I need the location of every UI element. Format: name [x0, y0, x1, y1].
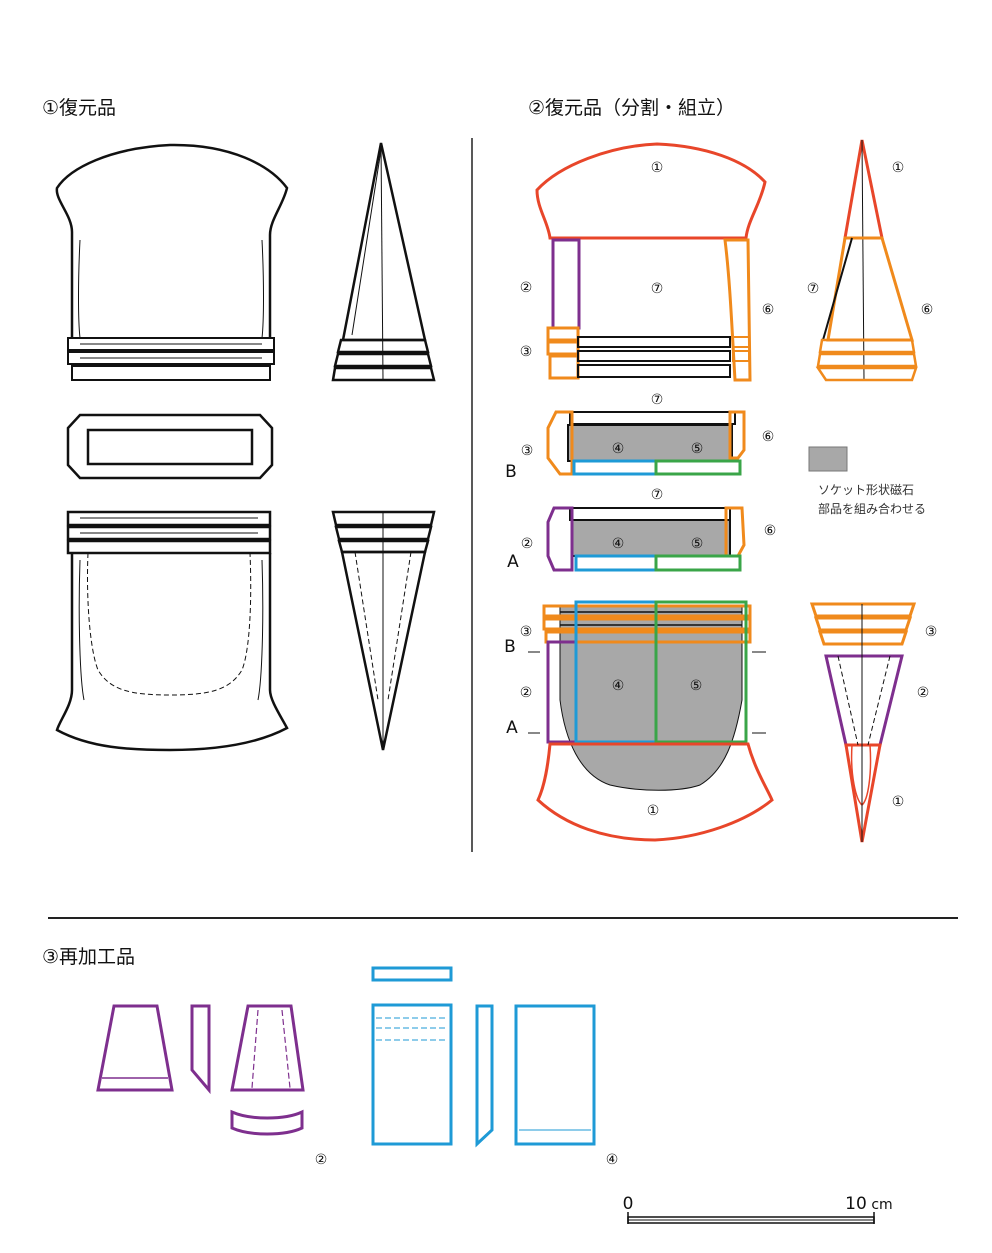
section-title-restored: ①復元品 [42, 97, 116, 119]
bottom-label-5: ⑤ [690, 678, 703, 694]
split-front-top [535, 142, 767, 382]
row-a-label-6: ⑥ [764, 523, 777, 539]
reworked-label-4: ④ [606, 1152, 619, 1168]
scale-bar [627, 1212, 875, 1224]
legend-line-2: 部品を組み合わせる [818, 501, 926, 516]
restored-side-view [331, 142, 436, 382]
split-row-a [546, 506, 746, 572]
bottom-letter-a: A [506, 718, 518, 738]
row-b-label-7: ⑦ [651, 392, 664, 408]
row-b-label-3: ③ [521, 443, 534, 459]
split-row-b [546, 410, 746, 476]
legend-line-1: ソケット形状磁石 [818, 482, 914, 497]
restored-bottom-side-view [331, 510, 436, 751]
section-title-restored-split: ②復元品（分割・組立） [528, 97, 735, 119]
split-side-label-1: ① [892, 160, 905, 176]
restored-front-view [55, 143, 289, 381]
row-b-label-6: ⑥ [762, 429, 775, 445]
row-a-label-5: ⑤ [691, 536, 704, 552]
split-side-label-7: ⑦ [807, 281, 820, 297]
split-side-label-6: ⑥ [921, 302, 934, 318]
reworked-part-4-group [371, 966, 596, 1148]
row-a-label-4: ④ [612, 536, 625, 552]
row-a-label-2: ② [521, 536, 534, 552]
scale-end-label: 10 [845, 1194, 867, 1214]
row-a-letter: A [507, 552, 519, 572]
bottom-label-4: ④ [612, 678, 625, 694]
restored-top-view [66, 413, 274, 480]
scale-start-label: 0 [623, 1194, 634, 1214]
row-b-label-5: ⑤ [691, 441, 704, 457]
section-title-reworked: ③再加工品 [42, 946, 135, 968]
row-b-letter: B [505, 462, 517, 482]
bottom-side-label-3: ③ [925, 624, 938, 640]
split-label-3-top: ③ [520, 344, 533, 360]
bottom-label-3: ③ [520, 624, 533, 640]
bottom-side-label-2: ② [917, 685, 930, 701]
split-label-7-top: ⑦ [651, 281, 664, 297]
bottom-label-1: ① [647, 803, 660, 819]
row-b-label-4: ④ [612, 441, 625, 457]
reworked-part-2-group [96, 1004, 305, 1136]
bottom-letter-b: B [504, 637, 516, 657]
row-a-label-7: ⑦ [651, 487, 664, 503]
split-front-bottom [528, 600, 774, 842]
bottom-side-label-1: ① [892, 794, 905, 810]
scale-unit-label: cm [871, 1197, 892, 1213]
restored-back-view [55, 510, 289, 752]
reworked-label-2: ② [315, 1152, 328, 1168]
split-label-6-top: ⑥ [762, 302, 775, 318]
bottom-label-2: ② [520, 685, 533, 701]
magnet-legend-swatch [808, 446, 848, 472]
split-label-1-top: ① [651, 160, 664, 176]
split-side-bottom [809, 602, 917, 843]
split-label-2-top: ② [520, 280, 533, 296]
split-side-top [815, 139, 918, 382]
